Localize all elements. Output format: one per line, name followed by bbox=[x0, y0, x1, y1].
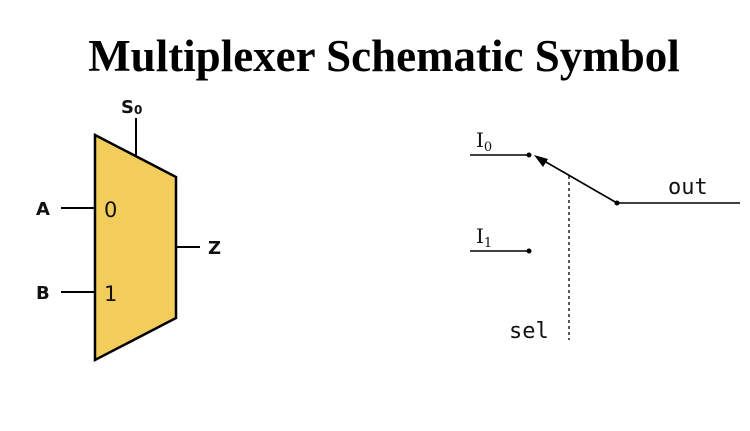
mux-symbol: S0 A 0 B 1 Z bbox=[36, 97, 221, 363]
output-label: Z bbox=[208, 238, 221, 259]
page-title: Multiplexer Schematic Symbol bbox=[88, 31, 680, 81]
input1-label: I1 bbox=[476, 224, 492, 251]
select-label: S0 bbox=[121, 97, 142, 118]
input1-contact bbox=[526, 248, 532, 254]
sel-label: sel bbox=[509, 319, 549, 344]
switch-arrowhead bbox=[534, 155, 548, 167]
mux-body bbox=[93, 132, 178, 363]
input-a-label: A bbox=[36, 199, 50, 220]
input0-label: I0 bbox=[476, 128, 492, 155]
input0-contact bbox=[526, 152, 532, 158]
input-1-index: 1 bbox=[104, 282, 117, 306]
switch-arm bbox=[538, 157, 618, 204]
switch-model: I0 I1 out sel bbox=[470, 128, 740, 344]
input-0-index: 0 bbox=[104, 198, 117, 222]
input-b-label: B bbox=[36, 283, 50, 304]
out-label: out bbox=[668, 175, 708, 200]
